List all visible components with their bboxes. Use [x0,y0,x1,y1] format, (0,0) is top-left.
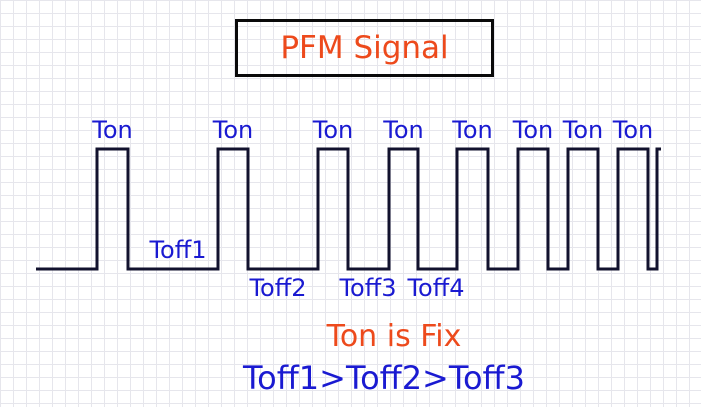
toff-label: Toff4 [407,274,465,302]
ton-label: Ton [312,116,354,144]
page-title: PFM Signal [280,29,449,66]
ton-label: Ton [452,116,493,144]
waveform-path [36,147,661,271]
toff-label: Toff2 [249,274,307,302]
ton-label: Ton [612,116,654,144]
ton-label: Ton [92,116,133,144]
ton-label: Ton [562,116,604,144]
title-box: PFM Signal [235,19,494,77]
ton-label: Ton [212,116,254,144]
toff-label: Toff1 [149,236,207,264]
ton-label: Ton [512,116,554,144]
caption-toff-relation: Toff1>Toff2>Toff3 [243,359,525,397]
caption-ton-is-fix: Ton is Fix [326,319,462,354]
toff-label: Toff3 [339,274,397,302]
ton-label: Ton [383,116,424,144]
